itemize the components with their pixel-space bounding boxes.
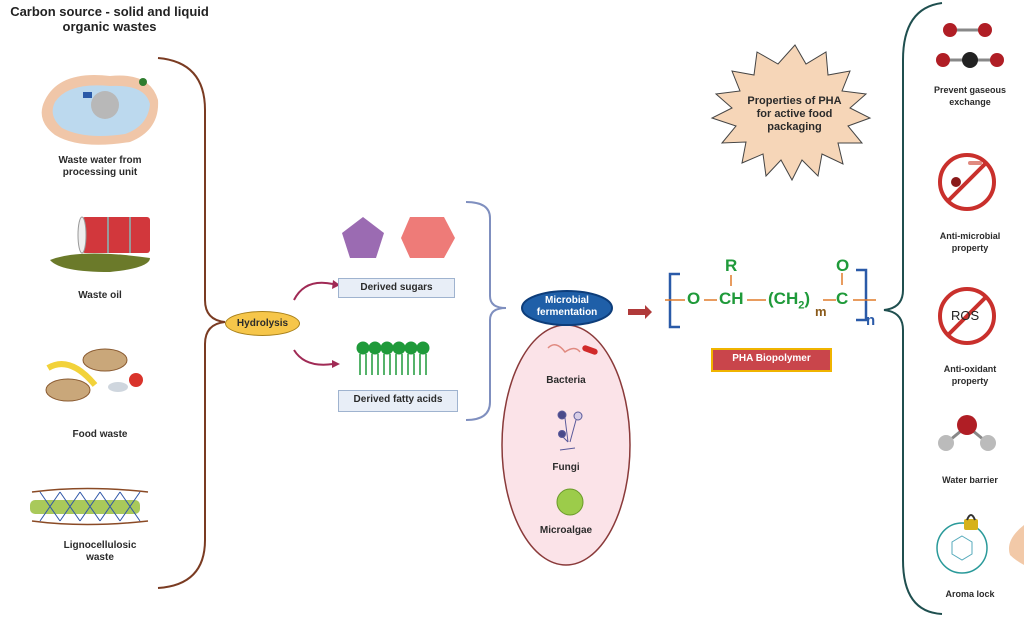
property-label-water-barrier: Water barrier: [942, 475, 998, 485]
properties-starburst: [710, 44, 872, 182]
pentagon-sugar-icon: [342, 217, 384, 258]
property-label-gaseous: Prevent gaseous exchange: [933, 85, 1007, 107]
fatty-acids-icon: [356, 341, 430, 375]
formula-m: m: [815, 304, 827, 319]
middle-bracket: [465, 201, 507, 421]
formula-n: n: [866, 312, 876, 329]
ros-text: ROS: [951, 308, 980, 323]
arrow-to-sugars: [293, 281, 334, 301]
fermentation-oval: [521, 290, 613, 326]
fermentation-label: Microbial fermentation: [536, 295, 598, 318]
no-microbes-icon: [938, 153, 996, 211]
left-bracket: [157, 57, 226, 589]
oil-barrel-icon: [50, 216, 150, 272]
formula-close: ): [804, 289, 811, 308]
water-molecule-icon: [938, 415, 996, 451]
formula-o1: O: [687, 289, 701, 308]
formula-ch2: (CH2): [768, 289, 810, 311]
polymer-bracket-right: [856, 268, 868, 322]
arrow-to-fatty-acids: [293, 349, 334, 366]
diagram-title: Carbon source - solid and liquid organic…: [10, 4, 209, 34]
right-bracket: [883, 2, 943, 615]
formula-c: C: [836, 289, 849, 308]
pha-biopolymer-label: PHA Biopolymer: [711, 348, 832, 372]
properties-heading: Properties of PHA for active food packag…: [747, 95, 842, 133]
source-label-food-waste: Food waste: [72, 429, 128, 440]
formula-r: R: [725, 256, 738, 275]
derived-sugars-box: Derived sugars: [338, 278, 455, 298]
microalgae-icon: [556, 488, 584, 516]
formula-sub2: 2: [798, 299, 805, 312]
formula-ch2-text: (CH: [768, 289, 799, 308]
formula-ch: CH: [719, 289, 744, 308]
microbe-label-microalgae: Microalgae: [539, 525, 593, 536]
source-label-lignocellulosic: Lignocellulosic waste: [63, 540, 137, 563]
property-label-antimicrobial: Anti-microbial property: [939, 231, 1001, 253]
no-ros-icon: [938, 287, 996, 345]
source-label-waste-oil: Waste oil: [78, 290, 122, 301]
wastewater-icon: [41, 75, 159, 145]
property-label-antioxidant: Anti-oxidant property: [943, 364, 997, 386]
source-label-wastewater: Waste water from processing unit: [58, 155, 142, 178]
food-waste-icon: [45, 348, 143, 402]
hydrolysis-label: Hydrolysis: [236, 318, 289, 329]
lignocellulose-icon: [30, 487, 149, 526]
co2-molecule-icon: [936, 23, 1004, 68]
arrow-to-polymer: [628, 305, 652, 319]
hydrolysis-node: Hydrolysis: [225, 311, 300, 336]
hexagon-sugar-icon: [401, 217, 455, 258]
property-label-aroma-lock: Aroma lock: [945, 589, 995, 599]
aroma-lock-icon: [936, 514, 1024, 574]
formula-o2: O: [836, 256, 850, 275]
derived-fatty-acids-box: Derived fatty acids: [338, 390, 458, 412]
microbe-label-bacteria: Bacteria: [546, 375, 586, 386]
bacteria-icon: [547, 344, 598, 355]
microbe-label-fungi: Fungi: [552, 462, 580, 473]
fungi-icon: [557, 410, 583, 451]
